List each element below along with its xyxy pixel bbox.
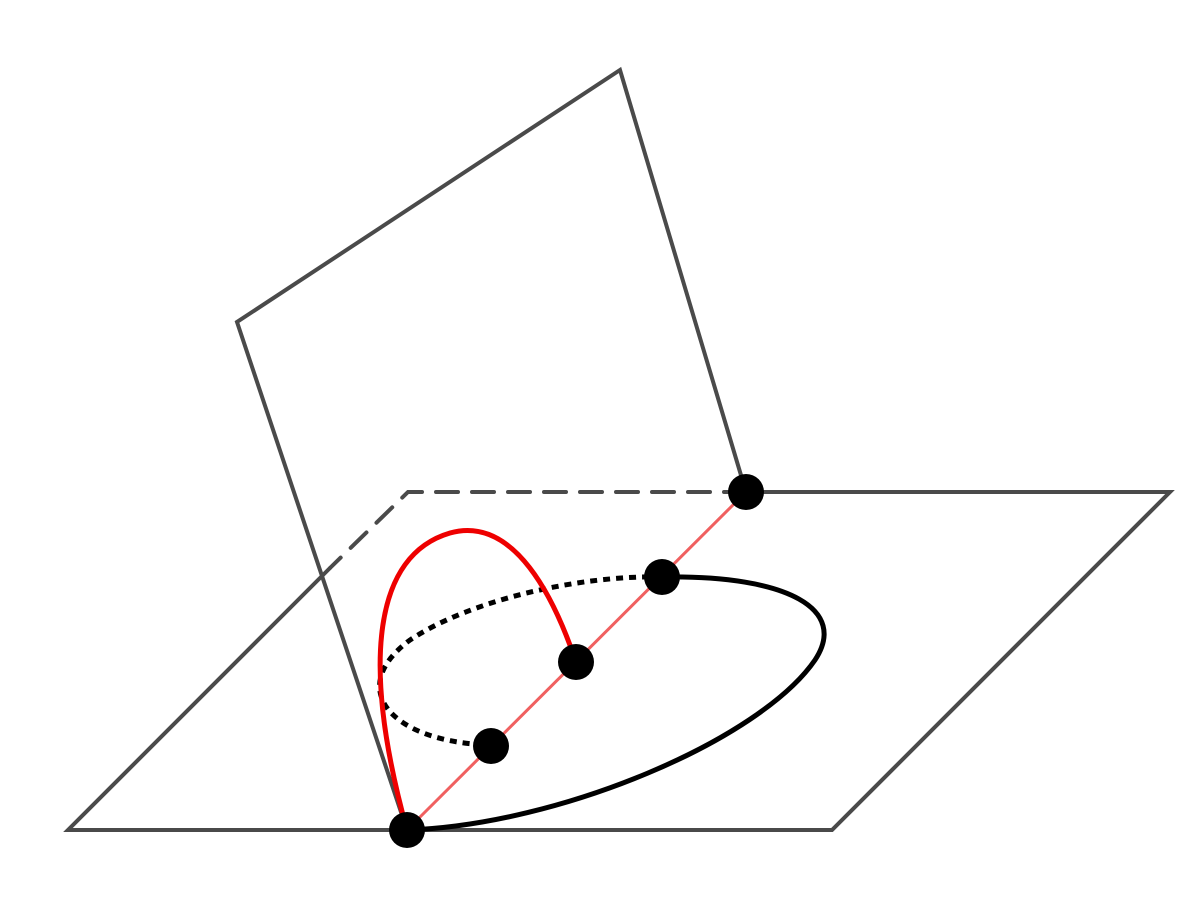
red-arc <box>377 528 579 833</box>
point-ellipse-top <box>644 559 680 595</box>
points <box>389 474 764 848</box>
tilted-plane <box>234 66 748 831</box>
horizontal-plane-hidden-edge <box>328 490 748 570</box>
point-ellipse-inner <box>473 728 509 764</box>
point-arc-end <box>558 644 594 680</box>
horizontal-plane-visible-edges <box>63 490 1175 832</box>
point-plane-corner <box>728 474 764 510</box>
ellipse-back-dotted <box>377 574 663 748</box>
ellipse-front-solid <box>406 574 827 833</box>
horizontal-plane <box>63 490 1175 832</box>
point-origin <box>389 812 425 848</box>
